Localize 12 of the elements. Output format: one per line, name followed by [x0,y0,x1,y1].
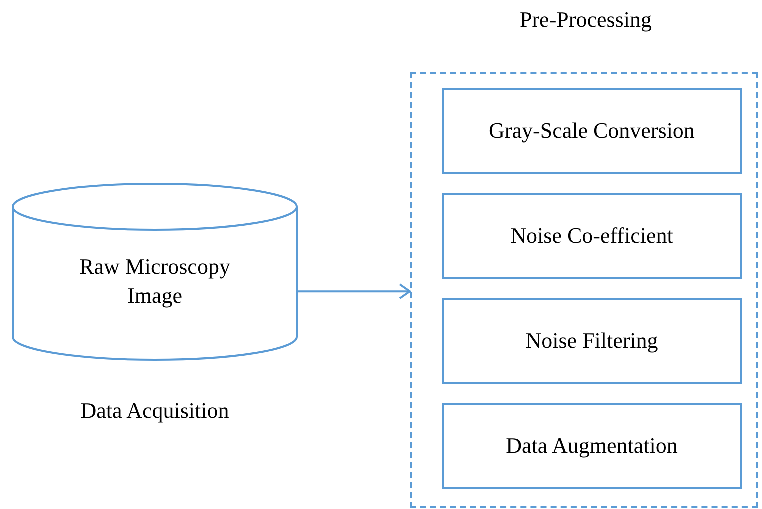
process-box [442,403,742,489]
group-heading: Pre-Processing [519,6,653,34]
process-box [442,193,742,279]
node-label: Noise Co-efficient [510,223,674,249]
node-label: Gray-Scale Conversion [489,118,695,144]
process-box [442,298,742,384]
node-label: Raw Microscopy Image [78,253,232,310]
node-caption: Data Acquisition [80,397,230,425]
node-label: Data Augmentation [506,433,678,459]
node-label: Noise Filtering [526,328,658,354]
arrow [298,284,411,300]
process-box [442,88,742,174]
